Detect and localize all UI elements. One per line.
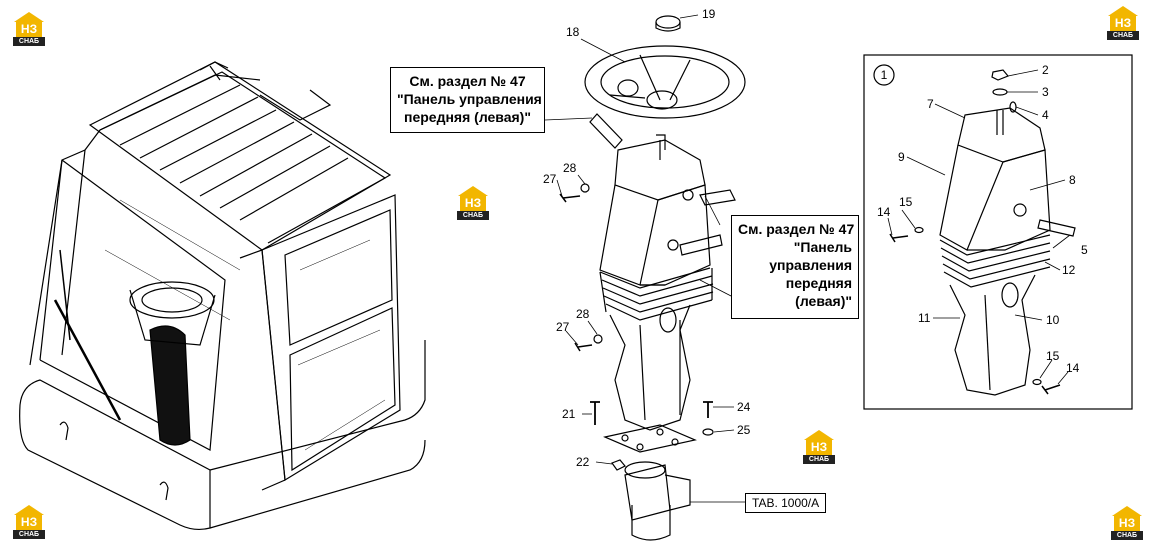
detail-marker-circle bbox=[873, 64, 895, 86]
label-12: 12 bbox=[1062, 263, 1076, 277]
leader-lines bbox=[544, 14, 745, 503]
label-5: 5 bbox=[1081, 243, 1088, 257]
steering-assembly bbox=[559, 15, 746, 541]
label-25: 25 bbox=[737, 423, 751, 437]
label-27b: 27 bbox=[556, 320, 570, 334]
label-8: 8 bbox=[1069, 173, 1076, 187]
detail-marker-label: 1 bbox=[881, 68, 888, 82]
label-2: 2 bbox=[1042, 63, 1049, 77]
label-15a: 15 bbox=[899, 195, 913, 209]
callout-top-line: См. раздел № 47 bbox=[409, 73, 526, 89]
detail-box bbox=[863, 54, 1133, 410]
label-10: 10 bbox=[1046, 313, 1060, 327]
label-28a: 28 bbox=[563, 161, 577, 175]
callout-top-line: передняя (левая)" bbox=[404, 109, 531, 125]
detail-leaders bbox=[887, 69, 1071, 385]
label-27a: 27 bbox=[543, 172, 557, 186]
label-4: 4 bbox=[1042, 108, 1049, 122]
part-labels: 1 1 2 3 4 5 7 8 9 10 11 12 14 14 15 15 1… bbox=[543, 7, 1088, 469]
callout-right: См. раздел № 47 "Панель управления перед… bbox=[731, 215, 859, 319]
callout-right-line: передняя bbox=[785, 275, 852, 291]
callout-top: См. раздел № 47 "Панель управления перед… bbox=[390, 67, 545, 133]
label-7: 7 bbox=[927, 97, 934, 111]
callout-right-line: управления bbox=[769, 257, 852, 273]
label-11: 11 bbox=[918, 311, 931, 325]
label-22: 22 bbox=[576, 455, 590, 469]
label-14a: 14 bbox=[877, 205, 891, 219]
label-18: 18 bbox=[566, 25, 580, 39]
label-28b: 28 bbox=[576, 307, 590, 321]
label-9: 9 bbox=[898, 150, 905, 164]
label-15b: 15 bbox=[1046, 349, 1060, 363]
cab-illustration bbox=[19, 61, 426, 531]
callout-right-line: См. раздел № 47 bbox=[738, 221, 855, 237]
table-reference: TAB. 1000/A bbox=[745, 493, 827, 513]
label-3: 3 bbox=[1042, 85, 1049, 99]
label-19: 19 bbox=[702, 7, 716, 21]
label-24: 24 bbox=[737, 400, 751, 414]
label-14b: 14 bbox=[1066, 361, 1080, 375]
callout-right-line: "Панель bbox=[793, 239, 852, 255]
label-21: 21 bbox=[562, 407, 576, 421]
callout-top-line: "Панель управления bbox=[397, 91, 542, 107]
callout-right-line: (левая)" bbox=[795, 293, 852, 309]
